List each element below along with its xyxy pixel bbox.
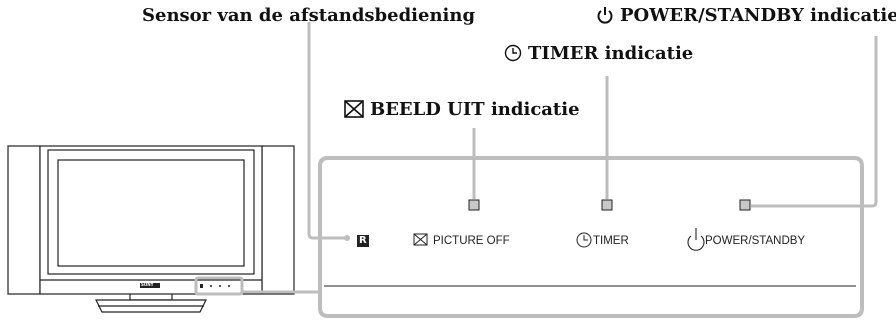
enlarged-panel	[318, 156, 864, 318]
picture-off-icon	[344, 100, 364, 118]
tv-mini-led-1	[210, 285, 212, 287]
leader-remote-sensor	[307, 22, 345, 240]
panel-power-icon	[687, 228, 705, 251]
tv-right-speaker	[261, 145, 295, 295]
callout-timer-text: TIMER indicatie	[528, 43, 694, 64]
callout-remote-sensor-text: Sensor van de afstandsbediening	[142, 5, 476, 26]
tv-highlight-box	[194, 276, 244, 296]
callout-remote-sensor: Sensor van de afstandsbediening	[142, 6, 475, 26]
panel-label-timer: TIMER	[593, 235, 629, 247]
power-indicator	[739, 199, 751, 211]
tv-set	[7, 145, 295, 313]
tv-mini-led-3	[228, 285, 230, 287]
tv-stand-neck	[129, 294, 173, 301]
tv-screen-bezel	[47, 149, 255, 275]
callout-picture-off-text: BEELD UIT indicatie	[370, 99, 580, 120]
panel-frame	[318, 156, 864, 318]
power-icon	[597, 7, 613, 24]
panel-clock-icon	[576, 232, 592, 248]
tv-mini-led-2	[219, 285, 221, 287]
ir-sensor-letter: R	[359, 235, 367, 246]
callout-picture-off: BEELD UIT indicatie	[344, 100, 580, 120]
tv-cabinet	[39, 145, 263, 295]
leader-power	[751, 36, 878, 208]
leader-lines	[307, 22, 878, 240]
callout-power-standby-text: POWER/STANDBY indicatie	[620, 5, 896, 26]
tv-screen	[57, 159, 245, 267]
tv-left-speaker	[7, 145, 41, 295]
tv-mini-ir	[200, 284, 203, 288]
picture-off-indicator	[468, 199, 480, 211]
timer-indicator	[601, 199, 613, 211]
ir-sensor-icon	[357, 235, 369, 247]
tv-brand-logo	[140, 283, 160, 288]
leader-remote-sensor-dot	[344, 235, 350, 241]
panel-picture-off-icon	[413, 233, 428, 246]
callout-power-standby: POWER/STANDBY indicatie	[596, 6, 896, 26]
clock-icon	[504, 44, 522, 62]
tv-brand-text: SONY	[141, 282, 154, 287]
callout-timer: TIMER indicatie	[504, 44, 693, 64]
panel-label-power: POWER/STANDBY	[705, 235, 806, 247]
zoom-connector	[194, 276, 320, 296]
panel-label-picture-off: PICTURE OFF	[433, 235, 510, 247]
